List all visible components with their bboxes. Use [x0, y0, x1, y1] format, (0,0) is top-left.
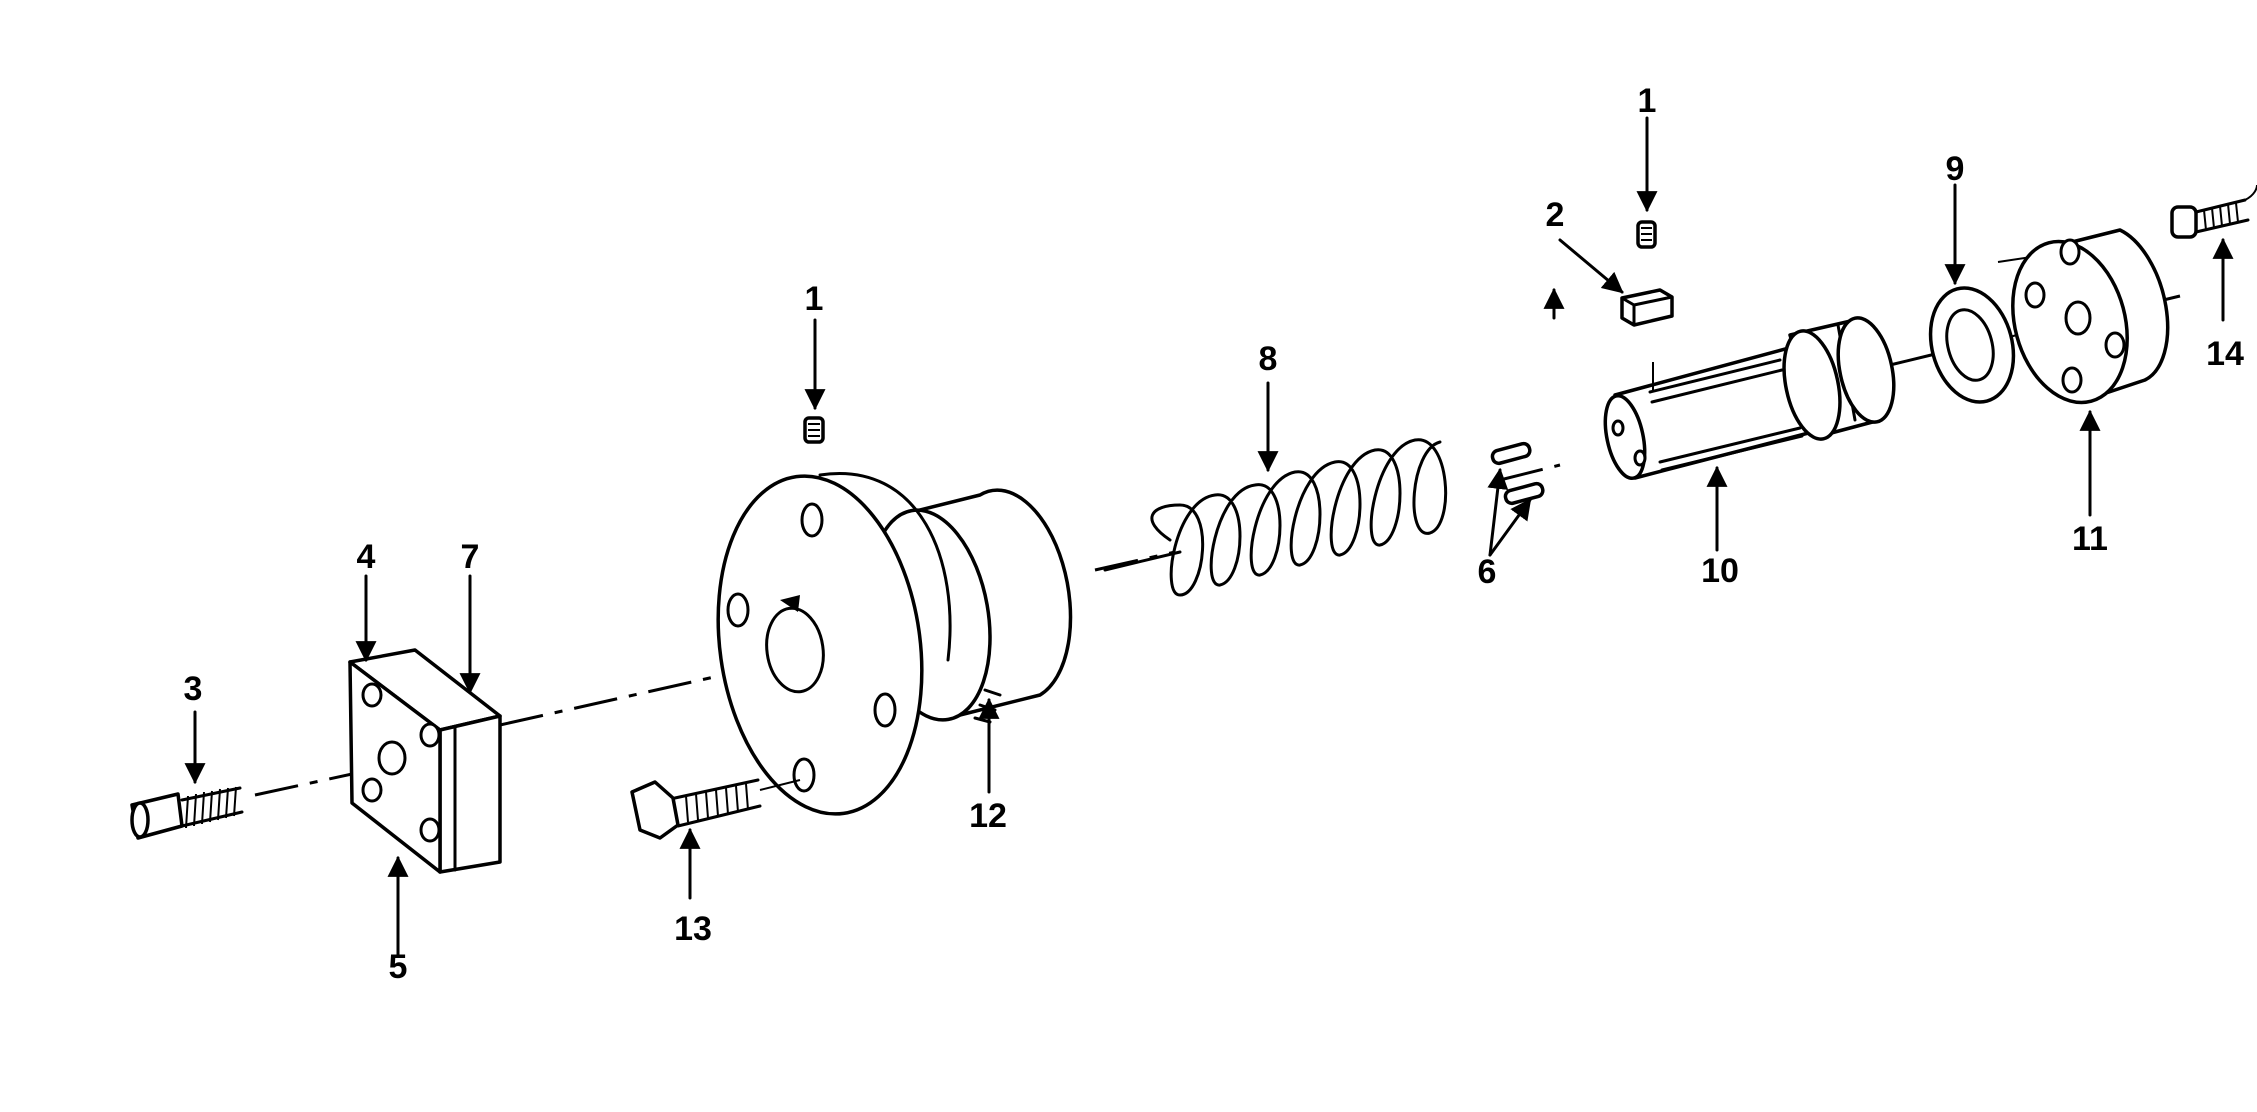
part-10-shaft: [1603, 316, 1896, 481]
callouts: 1 1 2 3 4 5 6 7 8 9 10 11 12 13 14: [184, 82, 2244, 986]
callout-9: 9: [1946, 150, 1965, 188]
callout-1-hub: 1: [805, 280, 824, 318]
part-11-endcap: [2011, 228, 2170, 405]
callout-6: 6: [1478, 553, 1497, 591]
part-1-setscrew-hub: [803, 416, 825, 444]
part-2-key: [1620, 288, 1674, 327]
part-9-washer: [1928, 286, 2016, 404]
part-8-spring: [1103, 438, 1448, 597]
part-13-bolt: [630, 778, 801, 840]
callout-14: 14: [2206, 335, 2244, 373]
callout-3: 3: [184, 670, 203, 708]
callout-10: 10: [1701, 552, 1739, 590]
part-3-screw: [130, 786, 244, 840]
callout-4: 4: [357, 538, 376, 576]
callout-5: 5: [389, 948, 408, 986]
callout-11: 11: [2072, 520, 2108, 558]
callout-13: 13: [674, 910, 712, 948]
part-1-setscrew-shaft: [1636, 220, 1657, 249]
callout-2: 2: [1546, 196, 1565, 234]
callout-12: 12: [969, 797, 1007, 835]
callout-1-shaft: 1: [1638, 82, 1657, 120]
callout-7: 7: [461, 538, 480, 576]
part-14-screw: [2170, 184, 2257, 239]
part-12-hub: [716, 472, 1073, 816]
callout-8: 8: [1259, 340, 1278, 378]
part-5-plate: [348, 648, 502, 874]
leader-lines: [184, 116, 2234, 957]
